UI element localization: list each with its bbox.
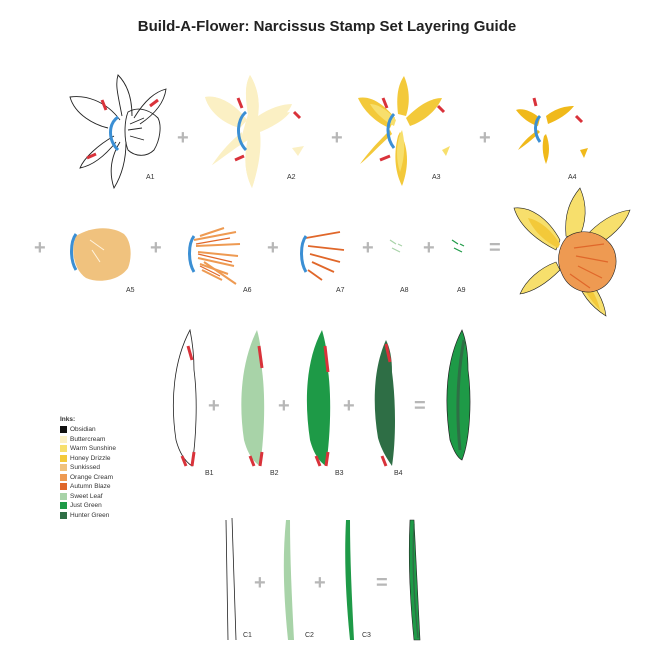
ink-legend: Inks: Obsidian Buttercream Warm Sunshine… — [60, 416, 116, 520]
legend-item: Honey Drizzle — [60, 454, 116, 464]
legend-label: Warm Sunshine — [70, 445, 116, 453]
plus-13: + — [314, 572, 326, 594]
legend-label: Honey Drizzle — [70, 454, 111, 462]
legend-label: Hunter Green — [70, 511, 110, 519]
stem-c1 — [225, 517, 237, 641]
leaf-b3 — [306, 330, 331, 466]
plus-6: + — [267, 237, 279, 259]
label-a3: A3 — [432, 174, 441, 181]
a1-red-2 — [86, 152, 97, 160]
leaf-b4 — [374, 340, 395, 466]
a1-red-3 — [149, 98, 159, 108]
legend-swatch — [60, 435, 67, 443]
label-a9: A9 — [457, 287, 466, 294]
legend-swatch — [60, 492, 67, 500]
legend-swatch — [60, 464, 67, 472]
legend-title: Inks: — [60, 416, 76, 423]
label-c1: C1 — [243, 632, 252, 639]
legend-swatch — [60, 483, 67, 491]
label-b3: B3 — [335, 470, 344, 477]
plus-4: + — [34, 237, 46, 259]
legend-label: Obsidian — [70, 426, 96, 434]
plus-1: + — [177, 127, 189, 149]
legend-item: Orange Cream — [60, 473, 116, 483]
label-c3: C3 — [362, 632, 371, 639]
leaf-b2 — [241, 330, 265, 466]
label-a8: A8 — [400, 287, 409, 294]
legend-item: Warm Sunshine — [60, 444, 116, 454]
equals-1: = — [489, 237, 501, 259]
equals-3: = — [376, 572, 388, 594]
equals-2: = — [414, 395, 426, 417]
flower-a1 — [69, 74, 167, 190]
leaf-b1 — [172, 328, 197, 467]
legend-swatch — [60, 502, 67, 510]
plus-11: + — [343, 395, 355, 417]
final-daffodil — [513, 187, 631, 317]
label-a6: A6 — [243, 287, 252, 294]
label-a4: A4 — [568, 174, 577, 181]
legend-item: Just Green — [60, 501, 116, 511]
plus-12: + — [254, 572, 266, 594]
label-a2: A2 — [287, 174, 296, 181]
legend-label: Buttercream — [70, 435, 106, 443]
legend-item: Hunter Green — [60, 511, 116, 521]
page-title: Build-A-Flower: Narcissus Stamp Set Laye… — [137, 18, 517, 35]
plus-2: + — [331, 127, 343, 149]
legend-item: Obsidian — [60, 425, 116, 435]
plus-8: + — [423, 237, 435, 259]
legend-label: Autumn Blaze — [70, 483, 111, 491]
legend-item: Buttercream — [60, 435, 116, 445]
legend-label: Sweet Leaf — [70, 492, 103, 500]
plus-3: + — [479, 127, 491, 149]
legend-item: Sunkissed — [60, 463, 116, 473]
label-a1: A1 — [146, 174, 155, 181]
a1-blue — [109, 115, 120, 152]
a1-red-1 — [100, 99, 108, 111]
legend-item: Autumn Blaze — [60, 482, 116, 492]
plus-7: + — [362, 237, 374, 259]
stem-c3 — [345, 520, 354, 640]
label-b2: B2 — [270, 470, 279, 477]
label-b4: B4 — [394, 470, 403, 477]
trumpet-a5 — [73, 228, 131, 281]
label-c2: C2 — [305, 632, 314, 639]
legend-label: Sunkissed — [70, 464, 100, 472]
plus-10: + — [278, 395, 290, 417]
stem-final — [408, 519, 421, 641]
stem-c2 — [283, 520, 294, 640]
plus-5: + — [150, 237, 162, 259]
legend-label: Just Green — [70, 502, 102, 510]
legend-swatch — [60, 445, 67, 453]
label-a5: A5 — [126, 287, 135, 294]
label-b1: B1 — [205, 470, 214, 477]
legend-label: Orange Cream — [70, 473, 113, 481]
legend-item: Sweet Leaf — [60, 492, 116, 502]
legend-swatch — [60, 454, 67, 462]
legend-swatch — [60, 426, 67, 434]
label-a7: A7 — [336, 287, 345, 294]
legend-swatch — [60, 473, 67, 481]
plus-9: + — [208, 395, 220, 417]
legend-swatch — [60, 511, 67, 519]
